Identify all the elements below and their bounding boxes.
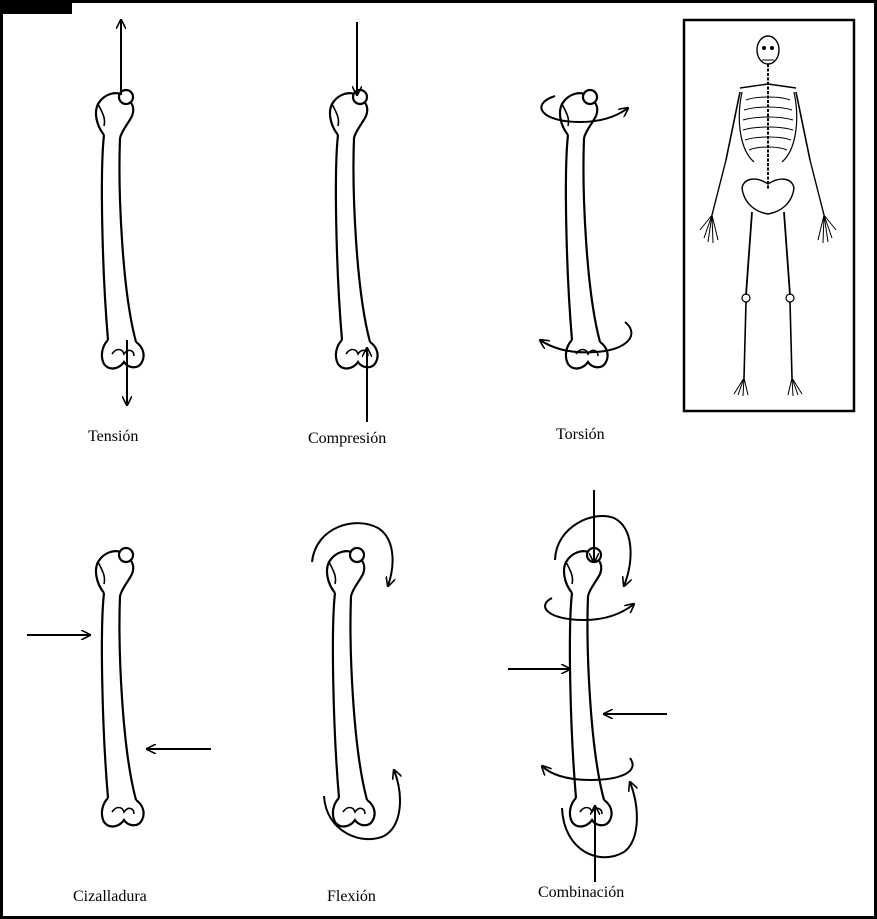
label-combination: Combinación xyxy=(538,884,624,902)
combination-top-torsion-arrow xyxy=(545,598,634,620)
label-shear: Cizalladura xyxy=(73,888,147,906)
flexion-panel xyxy=(312,523,400,839)
combination-bottom-bending-arrow xyxy=(562,782,637,857)
shear-panel xyxy=(27,548,211,826)
header-tab xyxy=(0,0,72,14)
torsion-bottom-arrow xyxy=(540,322,631,352)
torsion-panel xyxy=(540,90,631,368)
label-compression: Compresión xyxy=(308,430,386,448)
compression-femur xyxy=(330,90,378,368)
tension-panel xyxy=(96,20,144,405)
shear-femur xyxy=(96,548,144,826)
skeleton-inset xyxy=(684,20,854,411)
combination-femur xyxy=(564,548,612,826)
flexion-femur xyxy=(327,548,375,826)
combination-bottom-torsion-arrow xyxy=(542,758,633,780)
label-torsion: Torsión xyxy=(556,426,605,444)
compression-panel xyxy=(330,22,378,422)
label-tension: Tensión xyxy=(88,428,138,446)
combination-panel xyxy=(508,490,667,882)
tension-femur xyxy=(96,90,144,368)
label-flexion: Flexión xyxy=(327,888,376,906)
torsion-femur xyxy=(560,90,608,368)
